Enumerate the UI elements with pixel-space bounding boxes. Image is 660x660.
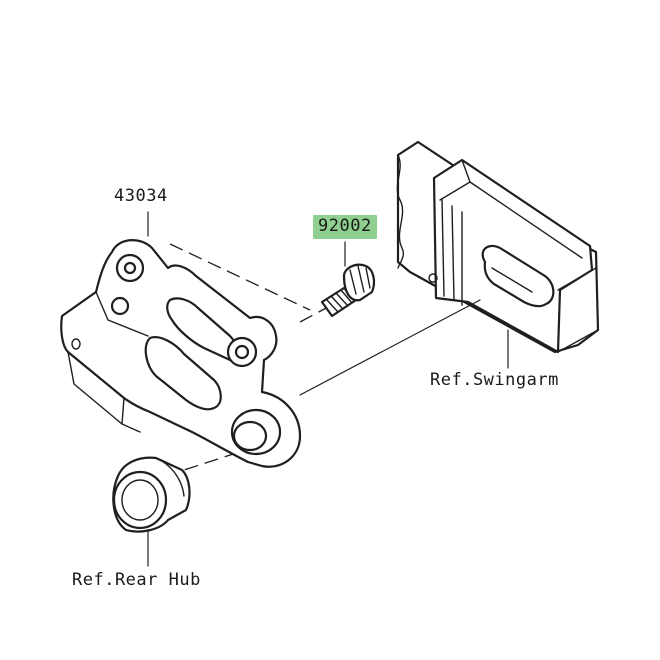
rear-hub-collar-part (112, 456, 191, 533)
swingarm-part (396, 140, 600, 354)
ref-swingarm-label[interactable]: Ref.Swingarm (430, 370, 559, 390)
part-number-92002-highlighted[interactable]: 92002 (313, 215, 377, 239)
caliper-bracket-part (60, 239, 302, 468)
bolt-part (320, 263, 376, 318)
part-number-43034[interactable]: 43034 (114, 186, 168, 206)
ref-rear-hub-label[interactable]: Ref.Rear Hub (72, 570, 201, 590)
leader-lines (147, 211, 509, 567)
